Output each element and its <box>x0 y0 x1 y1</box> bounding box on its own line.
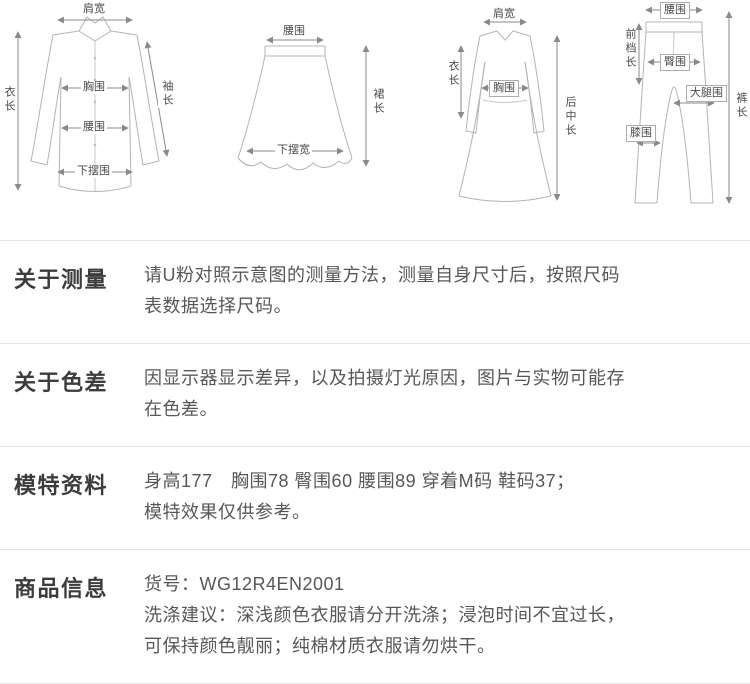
dress-shoulder-width-label: 肩宽 <box>493 8 515 20</box>
dress-chest-label: 胸围 <box>489 80 519 97</box>
section-line: 可保持颜色靓丽；纯棉材质衣服请勿烘干。 <box>144 636 496 656</box>
section-title: 商品信息 <box>14 576 109 601</box>
section-body: 身高177 胸围78 臀围60 腰围89 穿着M码 鞋码37； 模特效果仅供参考… <box>144 466 575 528</box>
section-body: 因显示器显示差异，以及拍摄灯光原因，图片与实物可能存 在色差。 <box>144 363 625 425</box>
skirt-waist-label: 腰围 <box>283 25 305 37</box>
dress-outline <box>458 30 552 202</box>
pants-measure-arrows <box>635 6 733 204</box>
pants-knee-label: 膝围 <box>626 125 656 142</box>
shirt-length-label: 衣长 <box>3 86 15 114</box>
section-line: 货号：WG12R4EN2001 <box>144 574 345 594</box>
section-color-difference: 关于色差 因显示器显示差异，以及拍摄灯光原因，图片与实物可能存 在色差。 <box>0 343 750 446</box>
section-body: 货号：WG12R4EN2001 洗涤建议：深浅颜色衣服请分开洗涤；浸泡时间不宜过… <box>144 569 625 662</box>
info-sections: 关于测量 请U粉对照示意图的测量方法，测量自身尺寸后，按照尺码 表数据选择尺码。… <box>0 240 750 684</box>
section-title: 关于色差 <box>14 370 109 395</box>
section-title: 关于测量 <box>14 267 109 292</box>
skirt-length-label: 裙长 <box>372 88 384 116</box>
section-body: 请U粉对照示意图的测量方法，测量自身尺寸后，按照尺码 表数据选择尺码。 <box>144 260 620 322</box>
garment-outlines-svg <box>14 6 733 204</box>
shirt-hem-label: 下摆围 <box>75 165 112 178</box>
section-model-info: 模特资料 身高177 胸围78 臀围60 腰围89 穿着M码 鞋码37； 模特效… <box>0 446 750 549</box>
section-line: 表数据选择尺码。 <box>144 296 292 316</box>
section-line: 洗涤建议：深浅颜色衣服请分开洗涤；浸泡时间不宜过长， <box>144 605 625 625</box>
skirt-hem-width-label: 下摆宽 <box>275 144 312 157</box>
pants-waist-label: 腰围 <box>660 2 690 19</box>
shirt-sleeve-length-label: 袖长 <box>158 80 175 108</box>
section-product-info: 商品信息 货号：WG12R4EN2001 洗涤建议：深浅颜色衣服请分开洗涤；浸泡… <box>0 549 750 683</box>
pants-hip-label: 臀围 <box>660 54 690 71</box>
section-line: 模特效果仅供参考。 <box>144 502 311 522</box>
section-line: 因显示器显示差异，以及拍摄灯光原因，图片与实物可能存 <box>144 368 625 388</box>
measurement-diagrams: 肩宽 衣长 袖长 胸围 腰围 下摆围 腰围 裙长 下摆宽 肩宽 衣长 胸围 后中… <box>0 0 750 240</box>
shirt-shoulder-width-label: 肩宽 <box>83 3 105 15</box>
section-line: 在色差。 <box>144 399 218 419</box>
section-about-measurement: 关于测量 请U粉对照示意图的测量方法，测量自身尺寸后，按照尺码 表数据选择尺码。 <box>0 240 750 343</box>
section-line: 请U粉对照示意图的测量方法，测量自身尺寸后，按照尺码 <box>144 265 620 285</box>
shirt-waist-label: 腰围 <box>81 121 107 134</box>
pants-outline <box>634 21 714 204</box>
dress-length-label: 衣长 <box>447 60 459 88</box>
pants-front-rise-label: 前档长 <box>624 28 636 70</box>
skirt-outline <box>237 45 353 171</box>
shirt-chest-label: 胸围 <box>81 81 107 94</box>
section-title: 模特资料 <box>14 473 109 498</box>
pants-length-label: 裤长 <box>735 92 747 120</box>
dress-back-center-length-label: 后中长 <box>564 96 576 138</box>
pants-thigh-label: 大腿围 <box>686 85 727 102</box>
section-line: 身高177 胸围78 臀围60 腰围89 穿着M码 鞋码37； <box>144 471 575 491</box>
dress-measure-arrows <box>457 18 561 201</box>
